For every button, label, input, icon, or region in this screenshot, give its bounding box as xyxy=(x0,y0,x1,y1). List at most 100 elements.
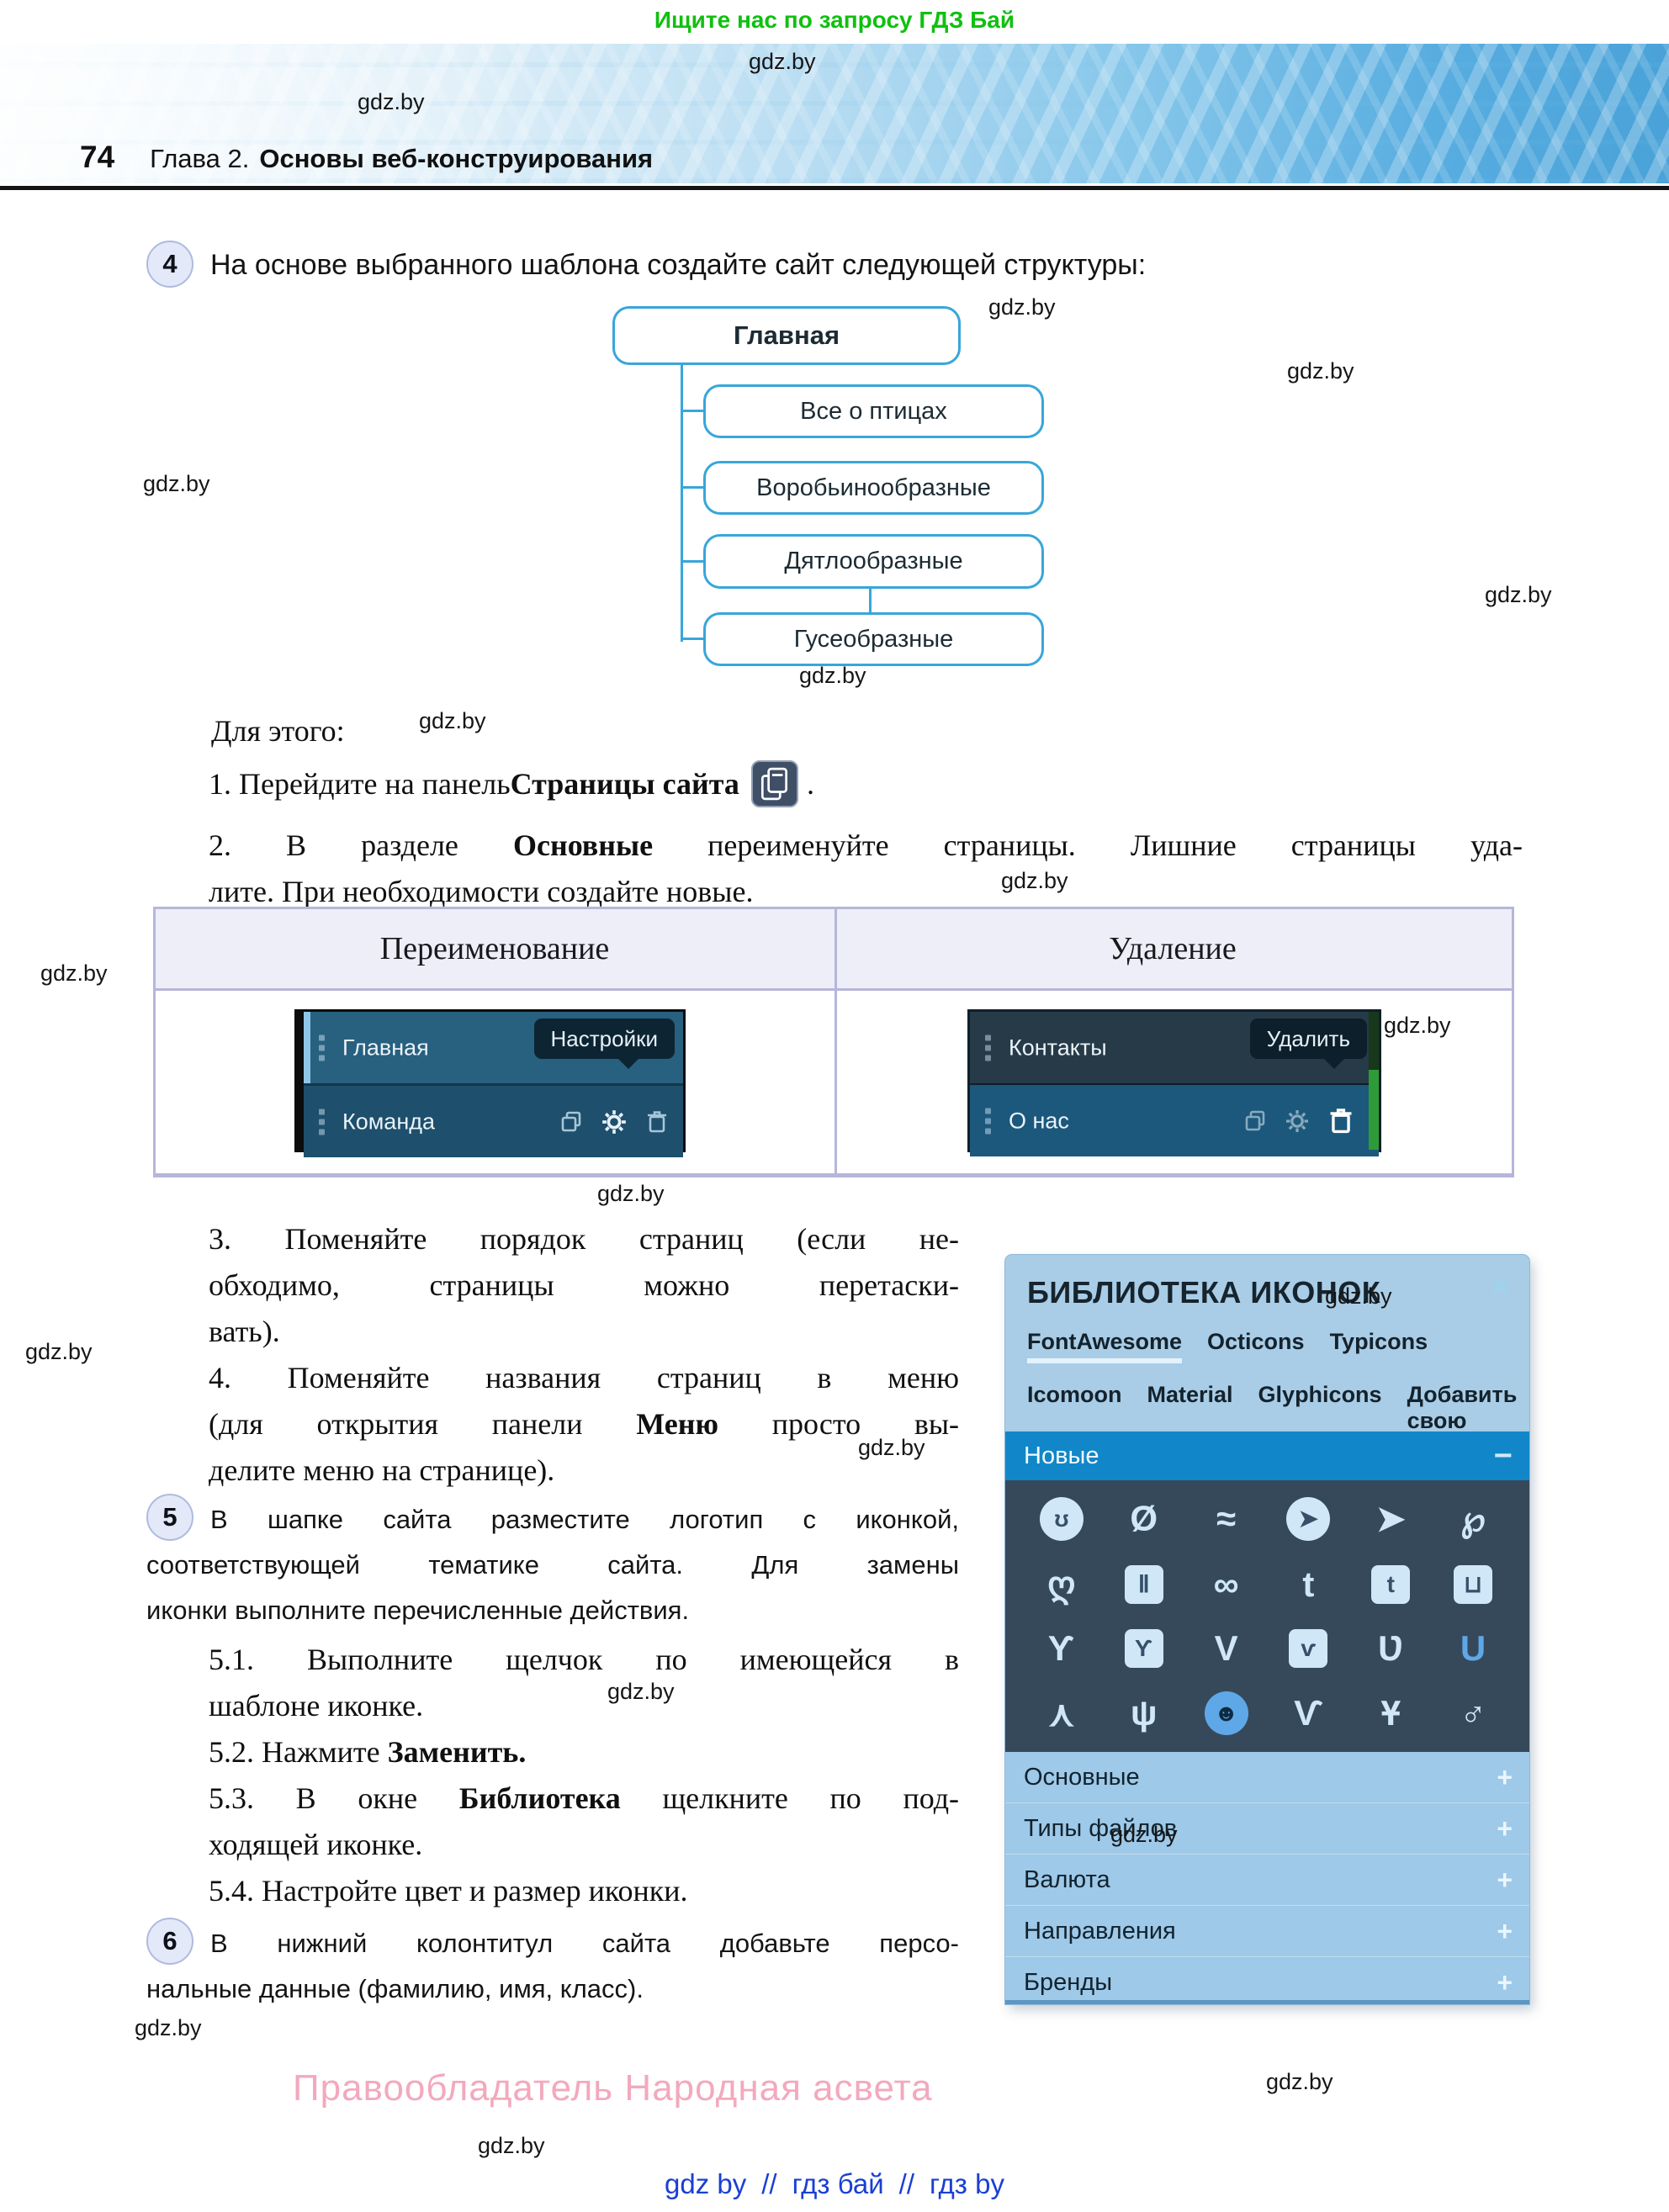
tab-fontawesome[interactable]: FontAwesome xyxy=(1027,1329,1183,1363)
accordion-section-основные[interactable]: Основные+ xyxy=(1005,1752,1529,1802)
tab-icomoon[interactable]: Icomoon xyxy=(1027,1382,1122,1407)
viacoin-icon[interactable]: Ұ xyxy=(1380,1693,1401,1733)
vimeo-icon[interactable]: V xyxy=(1214,1627,1238,1668)
ello-icon[interactable]: Ø xyxy=(1130,1498,1158,1538)
page-row-o-nas[interactable]: О нас xyxy=(970,1085,1379,1156)
delete-page-trash-icon[interactable] xyxy=(644,1109,670,1135)
gdz-watermark: gdz.by xyxy=(1266,2069,1333,2094)
free-code-camp-icon[interactable]: ⋏ xyxy=(1048,1693,1075,1733)
gdz-watermark: gdz.by xyxy=(988,294,1056,320)
uikit-icon[interactable]: U xyxy=(1460,1627,1486,1668)
tab-glyphicons[interactable]: Glyphicons xyxy=(1258,1382,1382,1407)
usb-icon[interactable]: ψ xyxy=(1130,1693,1158,1733)
trello-icon[interactable]: Ⅱ xyxy=(1124,1564,1163,1604)
page-settings-gear-icon[interactable] xyxy=(601,1109,628,1135)
mars-icon[interactable]: ♂ xyxy=(1460,1693,1486,1733)
step-2-text: 2. В разделе Основные переименуйте стран… xyxy=(209,828,1523,908)
delete-tooltip: Удалить xyxy=(1249,1019,1367,1069)
tumblr-icon[interactable]: t xyxy=(1302,1564,1315,1604)
page-row-label: О нас xyxy=(1009,1108,1069,1133)
vaadin-icon[interactable]: Ѵ xyxy=(1294,1693,1323,1733)
collapse-minus-icon[interactable]: − xyxy=(1493,1437,1513,1474)
pinterest-p-icon[interactable]: ℘ xyxy=(1460,1499,1486,1539)
link-separator: // xyxy=(898,2168,914,2199)
duplicate-page-icon[interactable] xyxy=(559,1109,584,1135)
expand-plus-icon[interactable]: + xyxy=(1497,1864,1513,1895)
page-row-glavnaya[interactable]: Главная Настройки xyxy=(304,1012,683,1086)
drag-handle-icon[interactable] xyxy=(319,1045,325,1050)
accordion-section-направления[interactable]: Направления + xyxy=(1005,1905,1529,1956)
accordion-label: Бренды xyxy=(1024,1968,1113,1996)
page-row-kontakty[interactable]: Контакты Удалить xyxy=(970,1012,1379,1085)
tumblr-square-icon[interactable]: t xyxy=(1371,1564,1411,1604)
top-notice: Ищите нас по запросу ГДЗ Бай xyxy=(654,7,1015,33)
drag-handle-icon[interactable] xyxy=(985,1045,991,1050)
gdz-watermark: gdz.by xyxy=(1110,1822,1178,1847)
supple-icon[interactable]: ≈ xyxy=(1216,1498,1237,1538)
accordion-section-бренды[interactable]: Бренды + xyxy=(1005,1956,1529,2000)
tripadvisor-icon[interactable]: ∞ xyxy=(1213,1564,1239,1604)
task-4-badge: 4 xyxy=(146,241,193,288)
delete-page-trash-icon[interactable] xyxy=(1327,1107,1355,1135)
step-4-text: 4. Поменяйте названия страниц в меню(для… xyxy=(209,1361,959,1487)
gdz-watermark: gdz.by xyxy=(135,2015,202,2040)
expand-plus-icon[interactable]: + xyxy=(1497,1812,1513,1844)
footer-link[interactable]: gdz by xyxy=(665,2168,747,2199)
gdz-watermark: gdz.by xyxy=(858,1435,925,1460)
telegram-icon[interactable]: ➤ xyxy=(1286,1496,1331,1541)
gdz-watermark: gdz.by xyxy=(143,471,210,496)
for-this-label: Для этого: xyxy=(211,714,345,748)
duplicate-page-icon[interactable] xyxy=(1242,1109,1268,1134)
tab-добавить-свою[interactable]: Добавить свою xyxy=(1407,1382,1518,1433)
telegram-plane-icon[interactable]: ➤ xyxy=(1375,1499,1406,1539)
step-5-3-text: 5.3. В окне Библиотека щелкните по под-х… xyxy=(209,1781,959,1861)
page-row-komanda[interactable]: Команда xyxy=(304,1086,683,1157)
accordion-section-валюта[interactable]: Валюта+ xyxy=(1005,1854,1529,1905)
page-row-label: Команда xyxy=(342,1109,436,1134)
avatar-face-icon[interactable]: ☻ xyxy=(1204,1691,1248,1736)
twitter-square-icon[interactable]: Ƴ xyxy=(1124,1628,1163,1668)
expand-plus-icon[interactable]: + xyxy=(1497,1761,1513,1792)
stumbleupon-icon[interactable]: ʊ xyxy=(1039,1496,1084,1541)
hook-icon[interactable]: Ʋ xyxy=(1378,1627,1404,1668)
accordion-section-типы-файлов[interactable]: Типы файлов+ xyxy=(1005,1802,1529,1854)
expand-plus-icon[interactable]: + xyxy=(1497,1915,1513,1946)
tab-typicons[interactable]: Typicons xyxy=(1329,1329,1428,1354)
task-6-text: В нижний колонтитул сайта добавьте персо… xyxy=(146,1929,959,2003)
drag-handle-icon[interactable] xyxy=(319,1119,325,1125)
section-new-header[interactable]: Новые − xyxy=(1005,1431,1529,1480)
twitch-icon[interactable]: ⊔ xyxy=(1454,1564,1493,1604)
page-number: 74 xyxy=(80,140,115,174)
footer-link[interactable]: гдз by xyxy=(930,2168,1004,2199)
twitter-icon[interactable]: Ƴ xyxy=(1047,1627,1076,1668)
gdz-watermark: gdz.by xyxy=(1325,1283,1392,1309)
gdz-watermark: gdz.by xyxy=(1485,582,1552,607)
drag-handle-icon[interactable] xyxy=(985,1118,991,1124)
step-1-suffix: . xyxy=(806,767,814,801)
site-pages-icon[interactable] xyxy=(750,760,798,807)
tab-octicons[interactable]: Octicons xyxy=(1207,1329,1305,1354)
green-edge xyxy=(1369,1012,1379,1150)
tab-material[interactable]: Material xyxy=(1147,1382,1233,1407)
accordion-label: Направления xyxy=(1024,1917,1176,1945)
footer-links: gdz by//гдз бай//гдз by xyxy=(0,2168,1669,2200)
diagram-stub-3 xyxy=(681,560,705,563)
page-settings-gear-icon[interactable] xyxy=(1285,1109,1310,1134)
chapter-label: Глава 2. xyxy=(150,144,250,173)
section-new-label: Новые xyxy=(1024,1442,1099,1469)
expand-plus-icon[interactable]: + xyxy=(1497,1966,1513,1998)
task-6-number: 6 xyxy=(162,1926,177,1955)
step-3-text: 3. Поменяйте порядок страниц (если не-об… xyxy=(209,1222,959,1348)
copyright-text: Правообладатель Народная асвета xyxy=(293,2067,933,2109)
footer-link[interactable]: гдз бай xyxy=(792,2168,884,2199)
gdz-watermark: gdz.by xyxy=(597,1181,665,1206)
selected-row-accent xyxy=(304,1012,310,1083)
step-5-4-text: 5.4. Настройте цвет и размер иконки. xyxy=(209,1874,688,1908)
rename-screenshot: Главная Настройки Команда xyxy=(294,1009,686,1157)
diagram-node-child: Гусеобразные xyxy=(703,612,1044,666)
vine-square-icon[interactable]: ѵ xyxy=(1289,1628,1328,1668)
close-icon[interactable]: ✕ xyxy=(1488,1271,1513,1303)
snapchat-ghost-icon[interactable]: ღ xyxy=(1047,1564,1076,1605)
